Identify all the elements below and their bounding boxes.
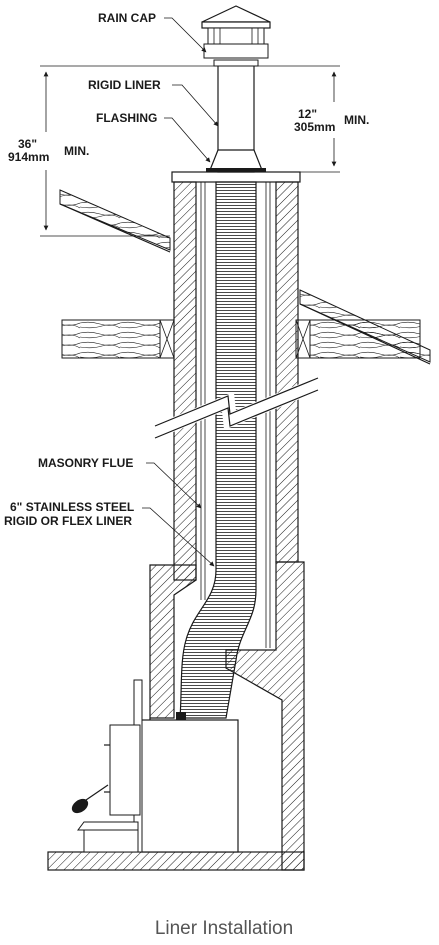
dimension-12-min-label: MIN.: [344, 113, 369, 127]
masonry-flue-label: MASONRY FLUE: [38, 456, 133, 470]
dimension-36-inch-label: 36": [18, 137, 37, 151]
dimension-12-min: 12" 305mm MIN.: [256, 65, 369, 173]
stove-handle-icon: [71, 798, 89, 814]
dimension-12-mm-label: 305mm: [294, 120, 335, 134]
diagram-caption: Liner Installation: [155, 918, 293, 939]
roof-left: [59, 189, 171, 253]
dimension-36-min: 36" 914mm MIN.: [8, 65, 216, 237]
stainless-liner-label-line1: 6" STAINLESS STEEL: [10, 500, 134, 514]
rain-cap: [201, 5, 271, 59]
callout-rain-cap: RAIN CAP: [98, 11, 207, 53]
floor-joist-left: [61, 319, 175, 359]
callout-rigid-liner: RIGID LINER: [88, 78, 219, 127]
callout-masonry-flue: MASONRY FLUE: [38, 456, 202, 509]
flex-liner: [176, 181, 257, 720]
rain-cap-label: RAIN CAP: [98, 11, 156, 25]
stove-insert: [71, 679, 239, 853]
callout-flashing: FLASHING: [96, 111, 211, 163]
fireplace-masonry: [47, 561, 305, 871]
dimension-36-min-label: MIN.: [64, 144, 89, 158]
break-line: [152, 377, 321, 439]
rigid-liner-label: RIGID LINER: [88, 78, 161, 92]
dimension-12-inch-label: 12": [298, 107, 317, 121]
stainless-liner-label-line2: RIGID OR FLEX LINER: [4, 514, 132, 528]
callout-stainless-liner: 6" STAINLESS STEEL RIGID OR FLEX LINER: [4, 500, 215, 567]
flashing: [206, 149, 266, 172]
dimension-36-mm-label: 914mm: [8, 150, 49, 164]
flashing-label: FLASHING: [96, 111, 157, 125]
floor-joist-right: [295, 319, 421, 359]
